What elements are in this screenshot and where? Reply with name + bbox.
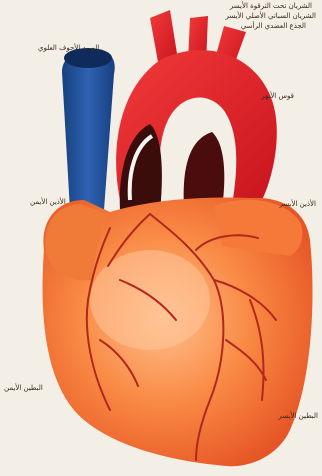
label-aortic-arch: قوس الأبهر [261, 92, 294, 100]
brachiocephalic-artery [150, 10, 178, 62]
label-left-ventricle: البطين الأيسر [278, 412, 318, 420]
aortic-opening [184, 132, 225, 208]
label-right-ventricle: البطين الأيمن [4, 384, 43, 392]
label-left-atrium: الأذين الأيسر [279, 200, 316, 208]
label-brachiocephalic: الجذع العضدي الرأسي [241, 22, 306, 30]
label-left-carotid: الشريان السباتي الأصلي الأيسر [226, 12, 316, 20]
label-left-subclavian: الشريان تحت الترقوة الأيسر [230, 2, 312, 10]
label-right-atrium: الأذين الأيمن [30, 198, 66, 206]
superior-vena-cava [62, 49, 115, 210]
label-superior-vena-cava: الوريد الأجوف العلوي [38, 44, 99, 52]
